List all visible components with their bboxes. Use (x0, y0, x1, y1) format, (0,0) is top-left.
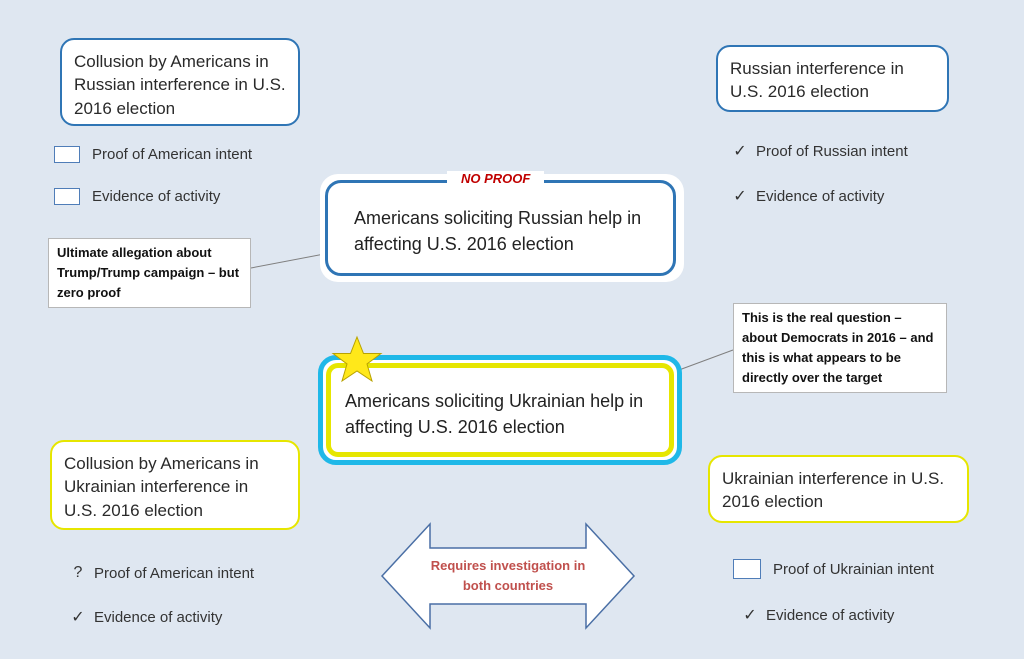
empty-checkbox-icon (54, 146, 80, 163)
bottom-right-item-evidence: ✓ Evidence of activity (740, 605, 894, 625)
top-right-russian-interference-box: Russian interference in U.S. 2016 electi… (716, 45, 949, 112)
top-left-title: Collusion by Americans in Russian interf… (74, 52, 286, 118)
bottom-left-item-label: Proof of American intent (94, 564, 255, 582)
bottom-left-item-american-intent: ? Proof of American intent (68, 564, 255, 582)
top-right-title: Russian interference in U.S. 2016 electi… (730, 59, 904, 102)
bottom-left-collusion-ukraine-box: Collusion by Americans in Ukrainian inte… (50, 440, 300, 530)
left-callout-text: Ultimate allegation about Trump/Trump ca… (57, 245, 240, 301)
no-proof-badge: NO PROOF (447, 171, 545, 187)
center-bottom-text: Americans soliciting Ukrainian help in a… (345, 391, 644, 438)
top-right-item-russian-intent: ✓ Proof of Russian intent (730, 141, 908, 161)
bottom-right-item-label: Evidence of activity (766, 606, 895, 624)
right-callout-real-question: This is the real question – about Democr… (733, 303, 947, 393)
bottom-right-item-label: Proof of Ukrainian intent (773, 560, 934, 578)
top-left-item-evidence: Evidence of activity (54, 188, 220, 205)
top-right-item-label: Proof of Russian intent (756, 142, 908, 160)
center-bottom-ukrainian-help-box: Americans soliciting Ukrainian help in a… (326, 363, 674, 457)
top-left-item-label: Evidence of activity (92, 188, 221, 205)
bottom-right-ukrainian-interference-box: Ukrainian interference in U.S. 2016 elec… (708, 455, 969, 523)
top-left-item-american-intent: Proof of American intent (54, 146, 252, 163)
right-callout-text: This is the real question – about Democr… (742, 310, 934, 386)
checkmark-icon: ✓ (743, 607, 757, 624)
bottom-left-item-label: Evidence of activity (94, 608, 223, 626)
left-callout-allegation: Ultimate allegation about Trump/Trump ca… (48, 238, 251, 308)
top-right-item-label: Evidence of activity (756, 187, 885, 205)
checkmark-icon: ✓ (71, 609, 85, 626)
question-mark-icon: ? (73, 564, 83, 581)
arrow-label: Requires investigation in both countries (430, 558, 586, 594)
checkmark-icon: ✓ (733, 143, 747, 160)
bottom-left-item-evidence: ✓ Evidence of activity (68, 607, 222, 627)
top-left-item-label: Proof of American intent (92, 146, 253, 163)
center-top-text: Americans soliciting Russian help in aff… (354, 208, 642, 255)
top-right-item-evidence: ✓ Evidence of activity (730, 186, 884, 206)
empty-checkbox-icon (54, 188, 80, 205)
empty-checkbox-icon (733, 559, 761, 579)
star-icon (331, 335, 383, 383)
bottom-right-item-ukrainian-intent: Proof of Ukrainian intent (733, 559, 934, 579)
center-top-russian-help-box: Americans soliciting Russian help in aff… (325, 180, 676, 276)
bottom-left-title: Collusion by Americans in Ukrainian inte… (64, 454, 259, 520)
bottom-right-title: Ukrainian interference in U.S. 2016 elec… (722, 469, 945, 512)
arrow-text: Requires investigation in both countries (430, 556, 586, 596)
checkmark-icon: ✓ (733, 188, 747, 205)
top-left-collusion-russia-box: Collusion by Americans in Russian interf… (60, 38, 300, 126)
double-arrow-icon (380, 522, 636, 630)
